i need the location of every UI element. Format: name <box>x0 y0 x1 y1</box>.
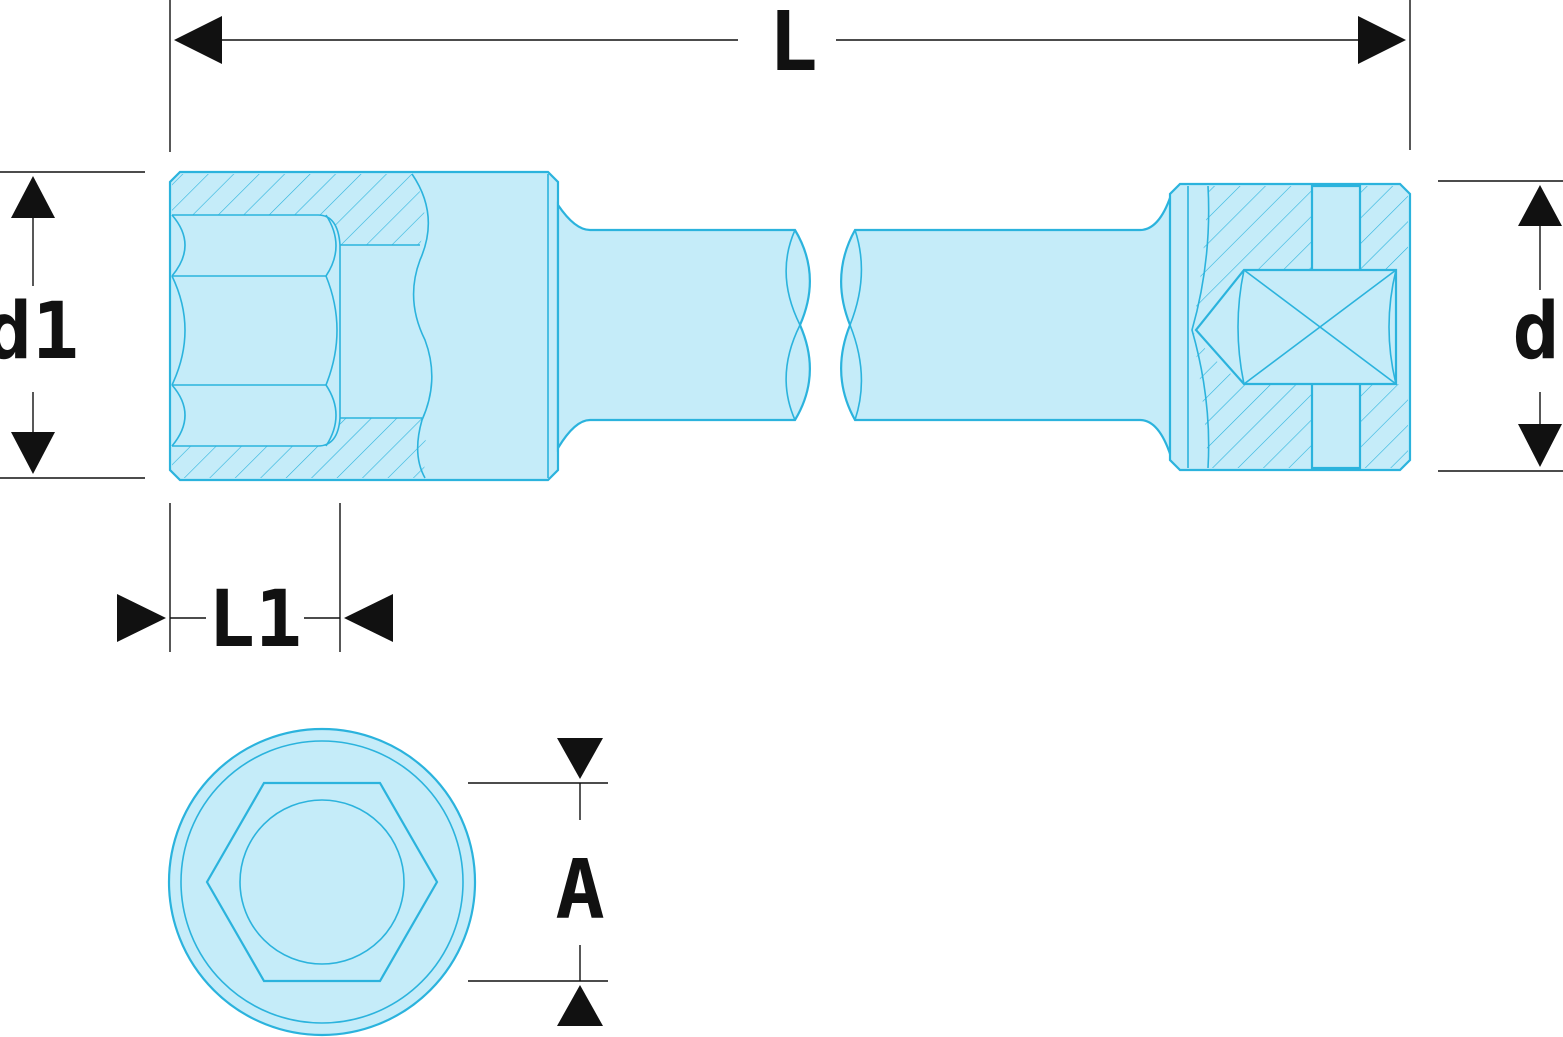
arrow-up <box>11 176 55 218</box>
arrow-right <box>1358 16 1406 64</box>
socket-head-hatch-top <box>172 174 425 245</box>
arrow-up <box>1518 185 1562 226</box>
break-line <box>411 173 433 479</box>
dimension-L: L <box>169 0 1411 152</box>
label-d1: d1 <box>0 287 79 377</box>
arrow-down <box>1518 424 1562 467</box>
dimension-A: A <box>468 738 608 1026</box>
socket-head-section <box>168 170 560 482</box>
dimension-d1: d1 <box>0 171 145 479</box>
drive-end-section <box>1168 182 1412 472</box>
socket-end-view <box>167 727 477 1037</box>
end-view-hex <box>205 781 439 983</box>
arrow-down <box>557 738 603 779</box>
arrow-left <box>344 594 393 642</box>
dimension-d: d <box>1438 180 1563 472</box>
arrow-left <box>174 16 222 64</box>
label-A: A <box>555 843 604 938</box>
dimension-L1: L1 <box>117 503 393 665</box>
shank-left <box>556 201 811 452</box>
socket-head-hatch-bottom <box>172 418 426 478</box>
label-d: d <box>1513 287 1560 377</box>
square-drive-recess <box>1194 268 1398 386</box>
arrow-up <box>557 985 603 1026</box>
arrow-right <box>117 594 166 642</box>
shank-right <box>840 191 1174 461</box>
label-L: L <box>768 0 817 90</box>
arrow-down <box>11 432 55 474</box>
end-view-inner-circle <box>239 799 405 965</box>
label-L1: L1 <box>208 575 302 665</box>
socket-head-body <box>168 170 560 482</box>
end-view-chamfer-circle <box>180 740 464 1024</box>
